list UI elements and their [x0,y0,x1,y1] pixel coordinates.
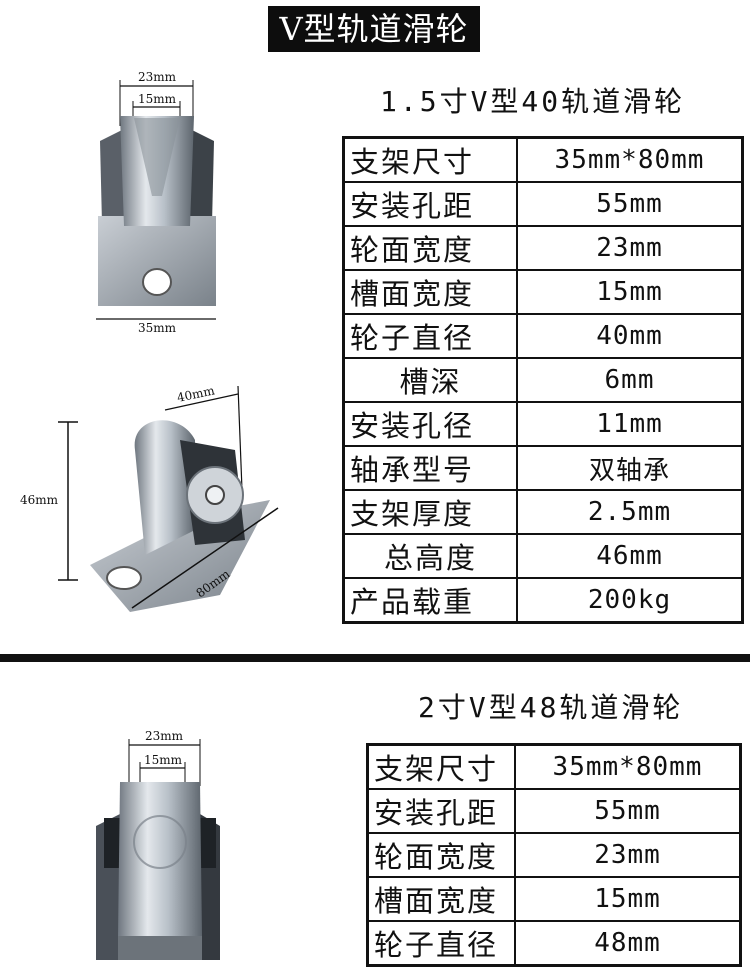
spec-value: 23mm [516,225,744,271]
spec-label: 槽面宽度 [366,876,516,922]
spec-label: 轮面宽度 [366,832,516,878]
dim-bottom: 35mm [138,321,177,335]
product1-title: 1.5寸V型40轨道滑轮 [380,85,686,118]
spec-label: 轮子直径 [366,920,516,967]
spec-value: 11mm [516,401,744,447]
spec-value: 200kg [516,577,744,624]
dim-top-inner: 15mm [138,92,177,106]
spec-label: 支架尺寸 [366,743,516,790]
spec-value: 35mm*80mm [514,743,742,790]
spec-value: 48mm [514,920,742,967]
spec-value: 55mm [514,788,742,834]
product1-front-photo: 23mm 15mm 35mm [96,70,216,335]
spec-value: 15mm [516,269,744,315]
spec-value: 2.5mm [516,489,744,535]
spec-value: 46mm [516,533,744,579]
spec-value: 23mm [514,832,742,878]
product1-side-photo: 46mm 40mm 80mm [20,383,279,612]
spec-label: 轮面宽度 [342,225,518,271]
banner-title: V型轨道滑轮 [268,6,480,52]
spec-label: 安装孔径 [342,401,518,447]
spec-value: 15mm [514,876,742,922]
spec-value: 55mm [516,181,744,227]
product2-title: 2寸V型48轨道滑轮 [418,691,684,724]
spec-label: 槽面宽度 [342,269,518,315]
spec-value: 双轴承 [516,445,744,491]
dim-diag-top: 40mm [176,383,217,405]
dim-top-inner-2: 15mm [144,753,183,767]
spec-label: 槽深 [342,357,518,403]
spec-label: 支架厚度 [342,489,518,535]
spec-label: 安装孔距 [342,181,518,227]
section-divider [0,654,750,662]
dim-height: 46mm [20,493,59,507]
dim-top-outer: 23mm [138,70,177,84]
spec-label: 安装孔距 [366,788,516,834]
spec-value: 6mm [516,357,744,403]
spec-value: 35mm*80mm [516,136,744,183]
dim-top-outer-2: 23mm [145,729,184,743]
spec-label: 支架尺寸 [342,136,518,183]
product2-front-photo: 23mm 15mm [96,729,220,960]
spec-label: 轴承型号 [342,445,518,491]
spec-label: 产品载重 [342,577,518,624]
spec-label: 总高度 [342,533,518,579]
spec-value: 40mm [516,313,744,359]
table-row: 轴承型号双轴承 [342,445,744,491]
spec-label: 轮子直径 [342,313,518,359]
